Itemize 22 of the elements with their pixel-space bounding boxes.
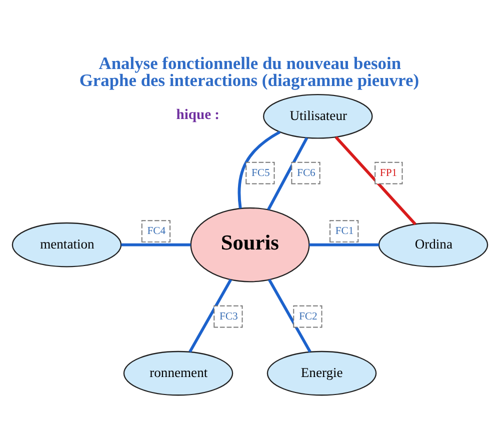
edge-label: FC2 bbox=[298, 310, 318, 322]
connector bbox=[238, 130, 281, 208]
edge-label: FP1 bbox=[380, 167, 398, 178]
connector bbox=[121, 242, 191, 246]
node-ellipse: Utilisateur bbox=[263, 93, 373, 138]
diagram-title: Analyse fonctionnelle du nouveau besoin Graphe des interactions (diagramme pieuvre) bbox=[79, 52, 420, 90]
node-ellipse: Souris bbox=[190, 206, 310, 282]
node-ellipse: mentation bbox=[12, 222, 122, 267]
edge-label: FC3 bbox=[219, 310, 238, 322]
edge-label: FC4 bbox=[147, 225, 166, 236]
edge-label: FC6 bbox=[297, 167, 316, 178]
node-ellipse: Ordina bbox=[378, 222, 488, 267]
node-ellipse: ronnement bbox=[123, 350, 234, 396]
node-ellipse: Energie bbox=[266, 350, 377, 396]
edge-label: FC1 bbox=[335, 225, 354, 236]
connector bbox=[334, 136, 416, 225]
connector bbox=[268, 278, 312, 352]
connector bbox=[309, 242, 379, 246]
edge-label: FC5 bbox=[251, 167, 270, 178]
connector bbox=[267, 136, 308, 210]
label: hique : bbox=[176, 106, 220, 122]
connector bbox=[188, 278, 232, 352]
